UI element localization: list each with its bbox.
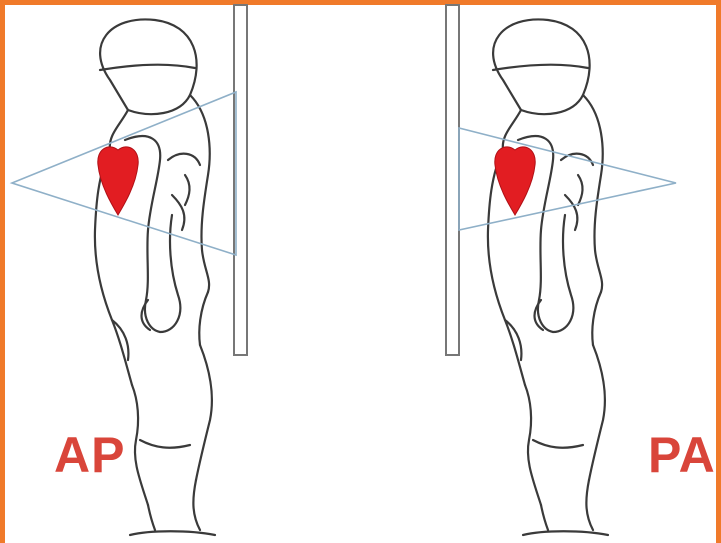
right-body-outline-icon <box>488 19 608 535</box>
left-figure <box>12 5 247 535</box>
right-beam-triangle-icon <box>459 128 676 230</box>
pa-projection-label: PA <box>648 430 716 480</box>
left-muscle-icon <box>98 147 138 215</box>
right-figure <box>446 5 676 535</box>
right-detector-plate-icon <box>446 5 459 355</box>
right-muscle-icon <box>495 147 535 215</box>
ap-projection-label: AP <box>54 430 125 480</box>
